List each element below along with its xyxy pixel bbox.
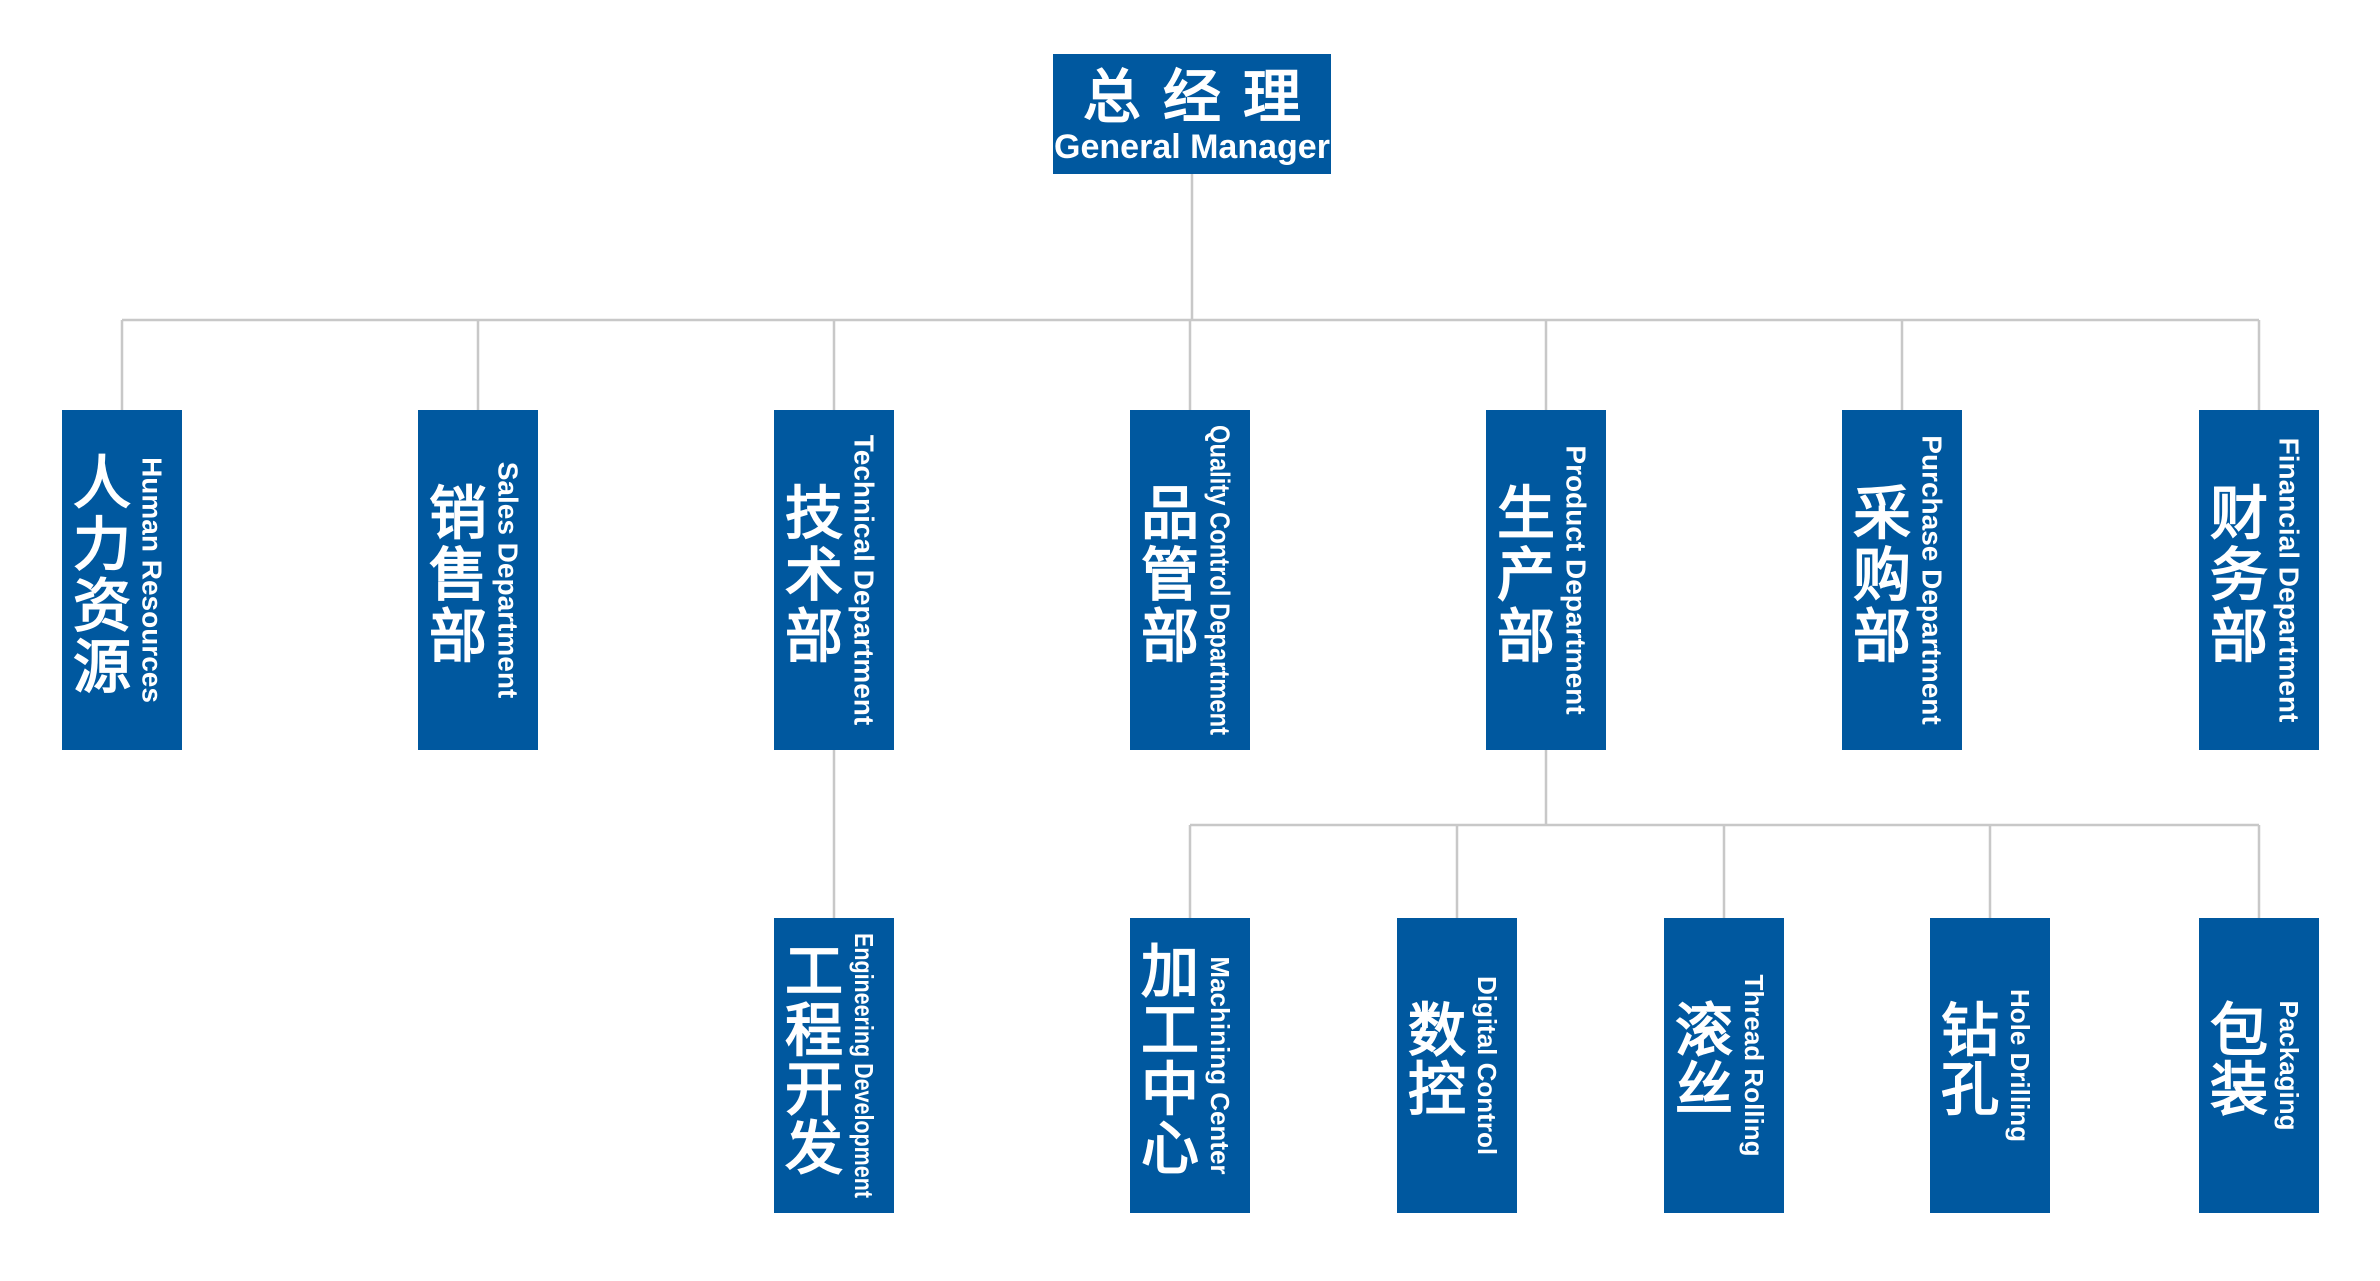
purchase-label-cn: 采购部 xyxy=(1853,480,1911,671)
purchase-box xyxy=(1842,410,1962,750)
finance-box xyxy=(2199,410,2319,750)
drilling-box xyxy=(1930,918,2050,1213)
tech-label-cn: 技术部 xyxy=(785,480,843,671)
machining-label-cn: 加工中心 xyxy=(1141,938,1199,1183)
prod-box xyxy=(1486,410,1606,750)
cnc-label-en: Digital Control xyxy=(1472,976,1502,1155)
general-manager-box xyxy=(1053,54,1331,174)
machining-box xyxy=(1130,918,1250,1213)
prod-label-en: Product Department xyxy=(1561,445,1592,714)
qc-box xyxy=(1130,410,1250,750)
qc-label-en: Quality Control Department xyxy=(1205,425,1236,735)
machining-label-en: Machining Center xyxy=(1205,956,1235,1174)
cnc-label-cn: 数控 xyxy=(1408,997,1466,1124)
general-manager-cn: 总经理 xyxy=(1083,63,1323,131)
tech-box xyxy=(774,410,894,750)
thread-label-en: Thread Rolling xyxy=(1739,975,1769,1157)
sales-label-en: Sales Department xyxy=(493,462,524,699)
drilling-label-cn: 钻孔 xyxy=(1941,997,1999,1124)
hr-label-en: Human Resources xyxy=(137,457,168,703)
finance-label-cn: 财务部 xyxy=(2210,480,2268,671)
qc-label-cn: 品管部 xyxy=(1141,480,1199,671)
cnc-box xyxy=(1397,918,1517,1213)
packaging-label-en: Packaging xyxy=(2274,1000,2304,1130)
tech-label-en: Technical Department xyxy=(849,435,880,725)
purchase-label-en: Purchase Department xyxy=(1917,435,1948,724)
sales-label-cn: 销售部 xyxy=(429,480,487,671)
connector-lines xyxy=(120,174,2261,918)
finance-label-en: Financial Department xyxy=(2274,438,2305,723)
engineering-label-cn: 工程开发 xyxy=(785,938,843,1183)
thread-box xyxy=(1664,918,1784,1213)
drilling-label-en: Hole Drilling xyxy=(2005,989,2035,1142)
hr-box xyxy=(62,410,182,750)
engineering-box xyxy=(774,918,894,1213)
engineering-label-en: Engineering Development xyxy=(849,933,879,1198)
sales-box xyxy=(418,410,538,750)
thread-label-cn: 滚丝 xyxy=(1675,997,1733,1124)
packaging-label-cn: 包装 xyxy=(2210,997,2268,1124)
hr-label-cn: 人力资源 xyxy=(73,449,131,701)
general-manager-en: General Manager xyxy=(1054,128,1330,166)
packaging-box xyxy=(2199,918,2319,1213)
prod-label-cn: 生产部 xyxy=(1497,480,1555,671)
